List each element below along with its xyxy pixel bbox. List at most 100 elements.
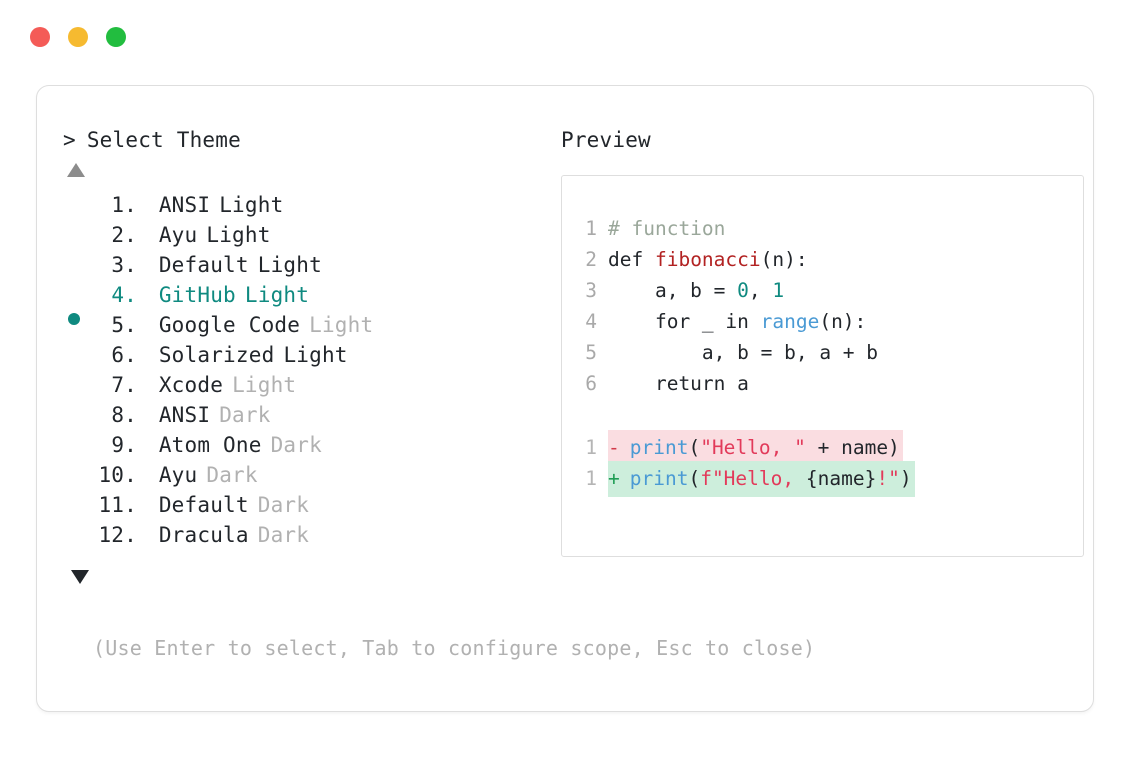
code-token: def [608,248,655,271]
code-token: , [748,279,773,302]
code-token: ( [688,436,701,459]
theme-item-name: ANSI [158,193,211,217]
code-token: fibonacci [654,248,761,271]
theme-item-index: 11. [98,493,137,517]
theme-list-item[interactable]: 6. Solarized Light [63,340,531,370]
code-line: 6 return a [562,368,1083,399]
theme-item-variant: Dark [219,403,271,427]
code-token: range [760,310,820,333]
theme-item-spacer [137,490,159,520]
theme-item-index: 4. [111,283,137,307]
theme-item-index: 7. [111,373,137,397]
theme-item-index: 12. [98,523,137,547]
theme-item-variant: Light [244,283,310,307]
theme-list-item[interactable]: 5. Google Code Light [63,310,531,340]
theme-item-name: GitHub [158,283,236,307]
code-token: print [629,436,689,459]
code-spacer [562,399,1083,430]
theme-item-index: 6. [111,343,137,367]
theme-item-variant: Light [232,373,297,397]
diff-line-body: -print("Hello, " + name) [608,430,903,466]
theme-item-variant: Light [309,313,374,337]
theme-list-item[interactable]: 12. Dracula Dark [63,520,531,550]
theme-item-index: 2. [111,223,137,247]
theme-item-name: ANSI [158,403,211,427]
diff-line-add: 1+print(f"Hello, {name}!") [562,461,1083,497]
minimize-window-button[interactable] [68,27,88,47]
theme-item-spacer [137,250,159,280]
line-number: 5 [585,341,597,364]
maximize-window-button[interactable] [106,27,126,47]
diff-sign: - [608,436,620,459]
theme-item-spacer [137,370,159,400]
code-line: 4 for _ in range(n): [562,306,1083,337]
code-token: return a [608,372,749,395]
line-number: 4 [585,310,597,333]
theme-item-name: Google Code [158,313,301,337]
selected-bullet-icon [68,313,80,325]
diff-line-number: 1 [585,436,597,459]
code-line-text: return a [608,368,749,399]
code-token: for _ in [608,310,761,333]
code-line: 5 a, b = b, a + b [562,337,1083,368]
code-line-text: a, b = 0, 1 [608,275,784,306]
theme-item-variant: Light [283,343,348,367]
code-line-text: def fibonacci(n): [608,244,808,275]
code-token: 1 [772,279,785,302]
line-number: 6 [585,372,597,395]
theme-item-variant: Dark [257,523,310,547]
theme-item-spacer [137,520,159,550]
theme-list-item[interactable]: 2. Ayu Light [63,220,531,250]
theme-item-spacer [137,430,159,460]
theme-item-index: 5. [111,313,137,337]
theme-item-variant: Light [206,223,271,247]
diff-sign: + [608,467,620,490]
theme-item-name: Ayu [158,223,198,247]
code-token: {name} [805,467,877,490]
theme-item-spacer [137,460,159,490]
code-token: ) [899,467,912,490]
theme-item-spacer [137,400,159,430]
keyboard-hint: (Use Enter to select, Tab to configure s… [93,636,816,660]
code-token: (n): [819,310,867,333]
code-token: # function [608,217,726,240]
code-token: "Hello, " [700,436,806,459]
theme-item-spacer [137,220,159,250]
line-number: 2 [585,248,597,271]
scroll-down-indicator-icon[interactable] [71,566,93,588]
diff-line-body: +print(f"Hello, {name}!") [608,461,915,497]
theme-item-name: Solarized [158,343,275,367]
theme-item-name: Default [158,253,249,277]
theme-item-name: Ayu [158,463,198,487]
code-line: 2 def fibonacci(n): [562,244,1083,275]
theme-item-variant: Dark [206,463,258,487]
scroll-up-indicator-icon[interactable] [67,159,89,181]
code-line-text: a, b = b, a + b [608,337,878,368]
close-window-button[interactable] [30,27,50,47]
code-line: 3 a, b = 0, 1 [562,275,1083,306]
window-titlebar [0,0,1129,74]
code-token: + name) [805,436,900,459]
theme-item-spacer [137,280,159,310]
code-token: a, b = [608,279,738,302]
theme-item-variant: Light [219,193,284,217]
code-line-text: # function [608,213,725,244]
theme-item-name: Dracula [158,523,249,547]
line-number: 1 [585,217,597,240]
prompt-caret-icon: > [63,128,76,152]
theme-item-name: Atom One [158,433,262,457]
theme-list-item[interactable]: 4. GitHub Light [63,280,531,325]
